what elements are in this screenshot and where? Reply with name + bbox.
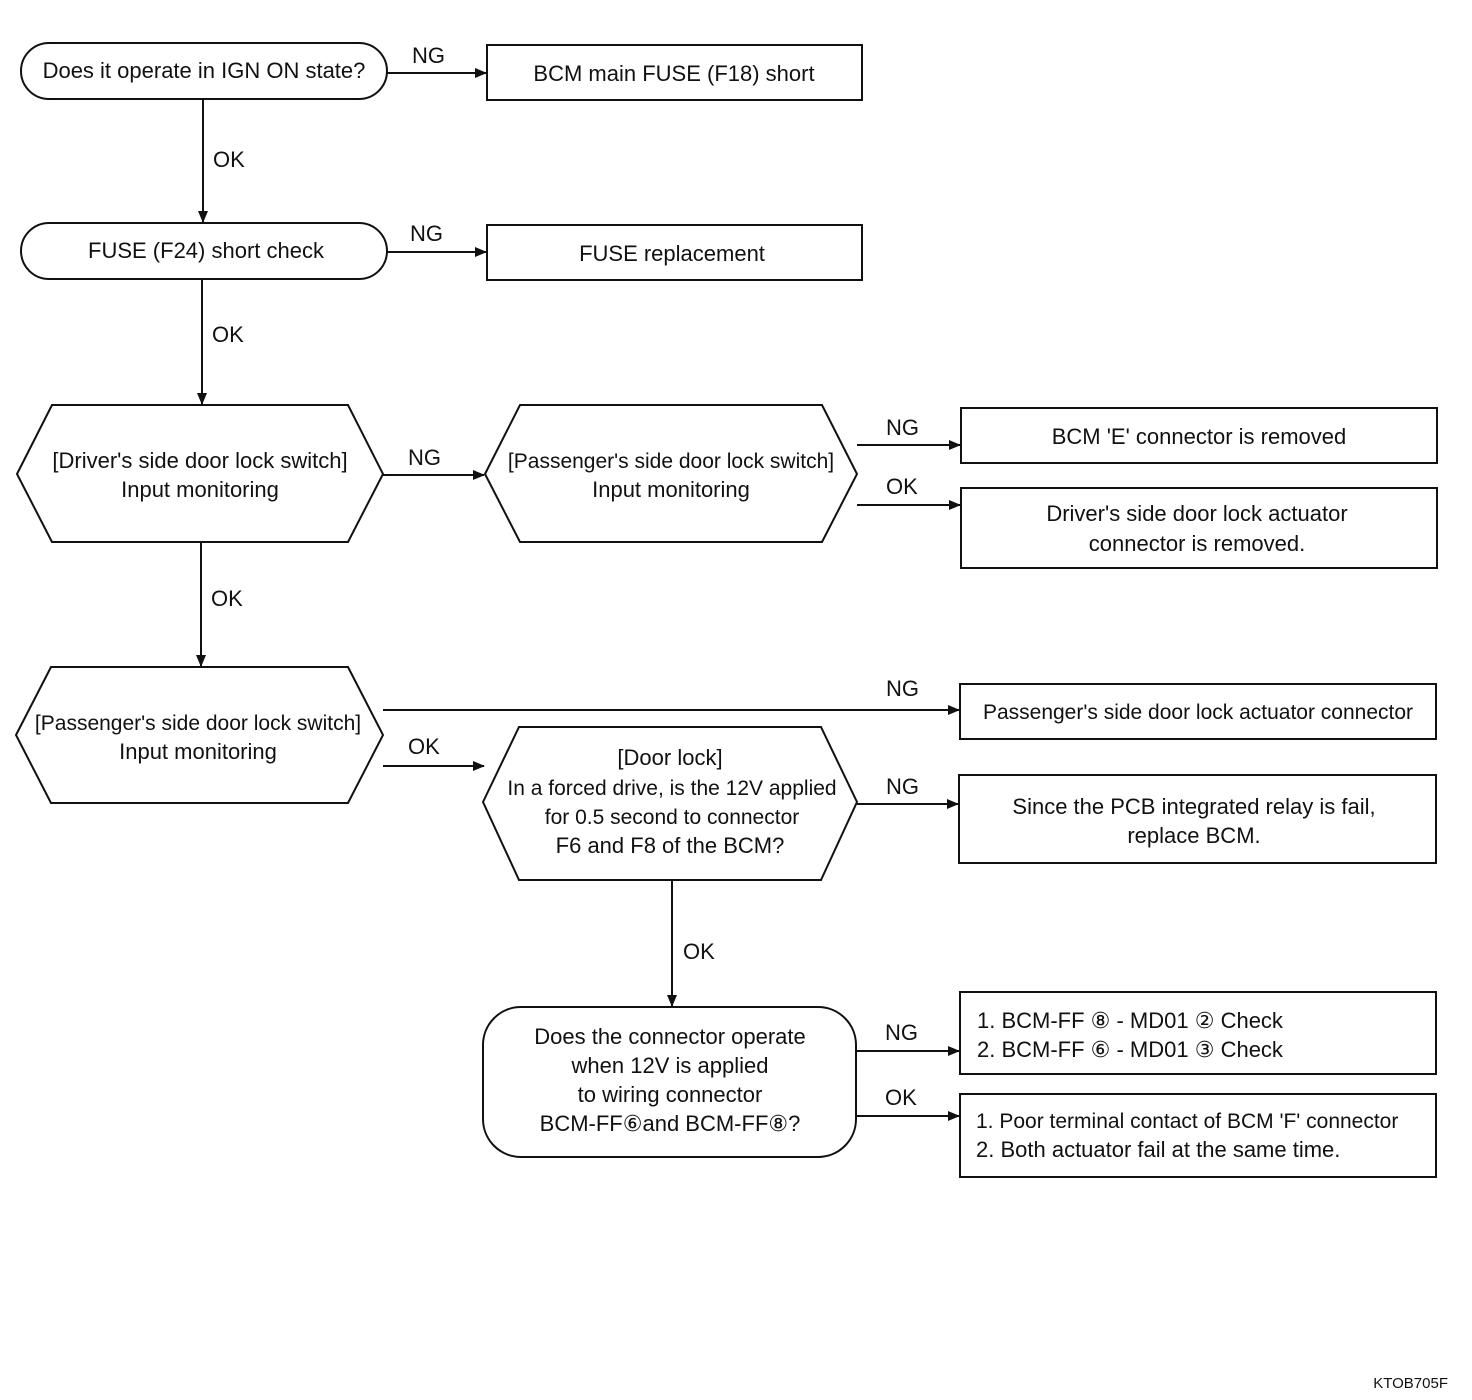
node-pcb-relay-line-1: Since the PCB integrated relay is fail, bbox=[1012, 794, 1375, 819]
node-driver-actuator-line-1: Driver's side door lock actuator bbox=[1046, 501, 1347, 526]
label-fuse-ng: NG bbox=[410, 221, 443, 246]
node-bcm-e-removed-line-1: BCM 'E' connector is removed bbox=[1052, 424, 1347, 449]
node-passenger-switch-a-line-1: [Passenger's side door lock switch] bbox=[508, 450, 834, 473]
label-connector-ng: NG bbox=[885, 1020, 918, 1045]
node-check-list-line-1: 1. BCM-FF ⑧ - MD01 ② Check bbox=[977, 1008, 1284, 1033]
node-passenger-switch-a: [Passenger's side door lock switch] Inpu… bbox=[483, 404, 859, 543]
node-door-lock-line-1: [Door lock] bbox=[617, 745, 722, 770]
node-final-causes: 1. Poor terminal contact of BCM 'F' conn… bbox=[959, 1093, 1437, 1178]
node-fuse-replacement-line-1: FUSE replacement bbox=[579, 241, 765, 266]
node-connector-operate-line-3: to wiring connector bbox=[578, 1082, 763, 1107]
node-check-list-line-2: 2. BCM-FF ⑥ - MD01 ③ Check bbox=[977, 1037, 1284, 1062]
label-doorlock-ng: NG bbox=[886, 774, 919, 799]
node-final-causes-line-2: 2. Both actuator fail at the same time. bbox=[976, 1137, 1340, 1162]
figure-code: KTOB705F bbox=[1373, 1375, 1448, 1392]
label-fuse-ok: OK bbox=[212, 322, 244, 347]
node-fuse-replacement: FUSE replacement bbox=[486, 224, 863, 281]
node-driver-switch-line-2: Input monitoring bbox=[121, 477, 279, 502]
node-ign-on: Does it operate in IGN ON state? bbox=[20, 42, 388, 100]
node-bcm-e-removed: BCM 'E' connector is removed bbox=[960, 407, 1438, 464]
node-driver-switch: [Driver's side door lock switch] Input m… bbox=[15, 404, 385, 543]
node-final-causes-line-1: 1. Poor terminal contact of BCM 'F' conn… bbox=[976, 1110, 1398, 1133]
node-fuse-check-line-1: FUSE (F24) short check bbox=[88, 238, 325, 263]
node-pcb-relay-line-2: replace BCM. bbox=[1127, 823, 1260, 848]
node-driver-actuator: Driver's side door lock actuator connect… bbox=[960, 487, 1438, 569]
node-passenger-switch-a-line-2: Input monitoring bbox=[592, 477, 750, 502]
node-door-lock-line-3: for 0.5 second to connector bbox=[545, 806, 800, 829]
node-ign-on-line-1: Does it operate in IGN ON state? bbox=[43, 58, 366, 83]
node-bcm-main-fuse: BCM main FUSE (F18) short bbox=[486, 44, 863, 101]
label-ign-ng: NG bbox=[412, 43, 445, 68]
node-passenger-switch-b-line-2: Input monitoring bbox=[119, 739, 277, 764]
node-door-lock-line-2: In a forced drive, is the 12V applied bbox=[507, 777, 836, 800]
node-passenger-switch-b-line-1: [Passenger's side door lock switch] bbox=[35, 712, 361, 735]
node-passenger-actuator: Passenger's side door lock actuator conn… bbox=[959, 683, 1437, 740]
node-connector-operate-line-1: Does the connector operate bbox=[534, 1024, 806, 1049]
node-connector-operate-line-4: BCM-FF⑥and BCM-FF⑧? bbox=[540, 1111, 801, 1136]
node-connector-operate: Does the connector operate when 12V is a… bbox=[482, 1006, 857, 1158]
label-doorlock-ok: OK bbox=[683, 939, 715, 964]
node-door-lock: [Door lock] In a forced drive, is the 12… bbox=[481, 726, 859, 881]
node-pcb-relay: Since the PCB integrated relay is fail, … bbox=[958, 774, 1437, 864]
label-ign-ok: OK bbox=[213, 147, 245, 172]
node-passenger-switch-b: [Passenger's side door lock switch] Inpu… bbox=[14, 666, 385, 804]
node-passenger-actuator-line-1: Passenger's side door lock actuator conn… bbox=[983, 701, 1413, 724]
label-driver-ng: NG bbox=[408, 445, 441, 470]
label-passa-ok: OK bbox=[886, 474, 918, 499]
node-connector-operate-line-2: when 12V is applied bbox=[571, 1053, 769, 1078]
node-door-lock-line-4: F6 and F8 of the BCM? bbox=[556, 833, 785, 858]
node-driver-switch-line-1: [Driver's side door lock switch] bbox=[52, 448, 347, 473]
label-passa-ng: NG bbox=[886, 415, 919, 440]
label-passb-ok: OK bbox=[408, 734, 440, 759]
node-driver-actuator-line-2: connector is removed. bbox=[1089, 531, 1305, 556]
node-check-list: 1. BCM-FF ⑧ - MD01 ② Check 2. BCM-FF ⑥ -… bbox=[959, 991, 1437, 1075]
label-passb-ng: NG bbox=[886, 676, 919, 701]
label-driver-ok: OK bbox=[211, 586, 243, 611]
node-bcm-main-fuse-line-1: BCM main FUSE (F18) short bbox=[533, 61, 814, 86]
label-connector-ok: OK bbox=[885, 1085, 917, 1110]
node-fuse-check: FUSE (F24) short check bbox=[20, 222, 388, 280]
